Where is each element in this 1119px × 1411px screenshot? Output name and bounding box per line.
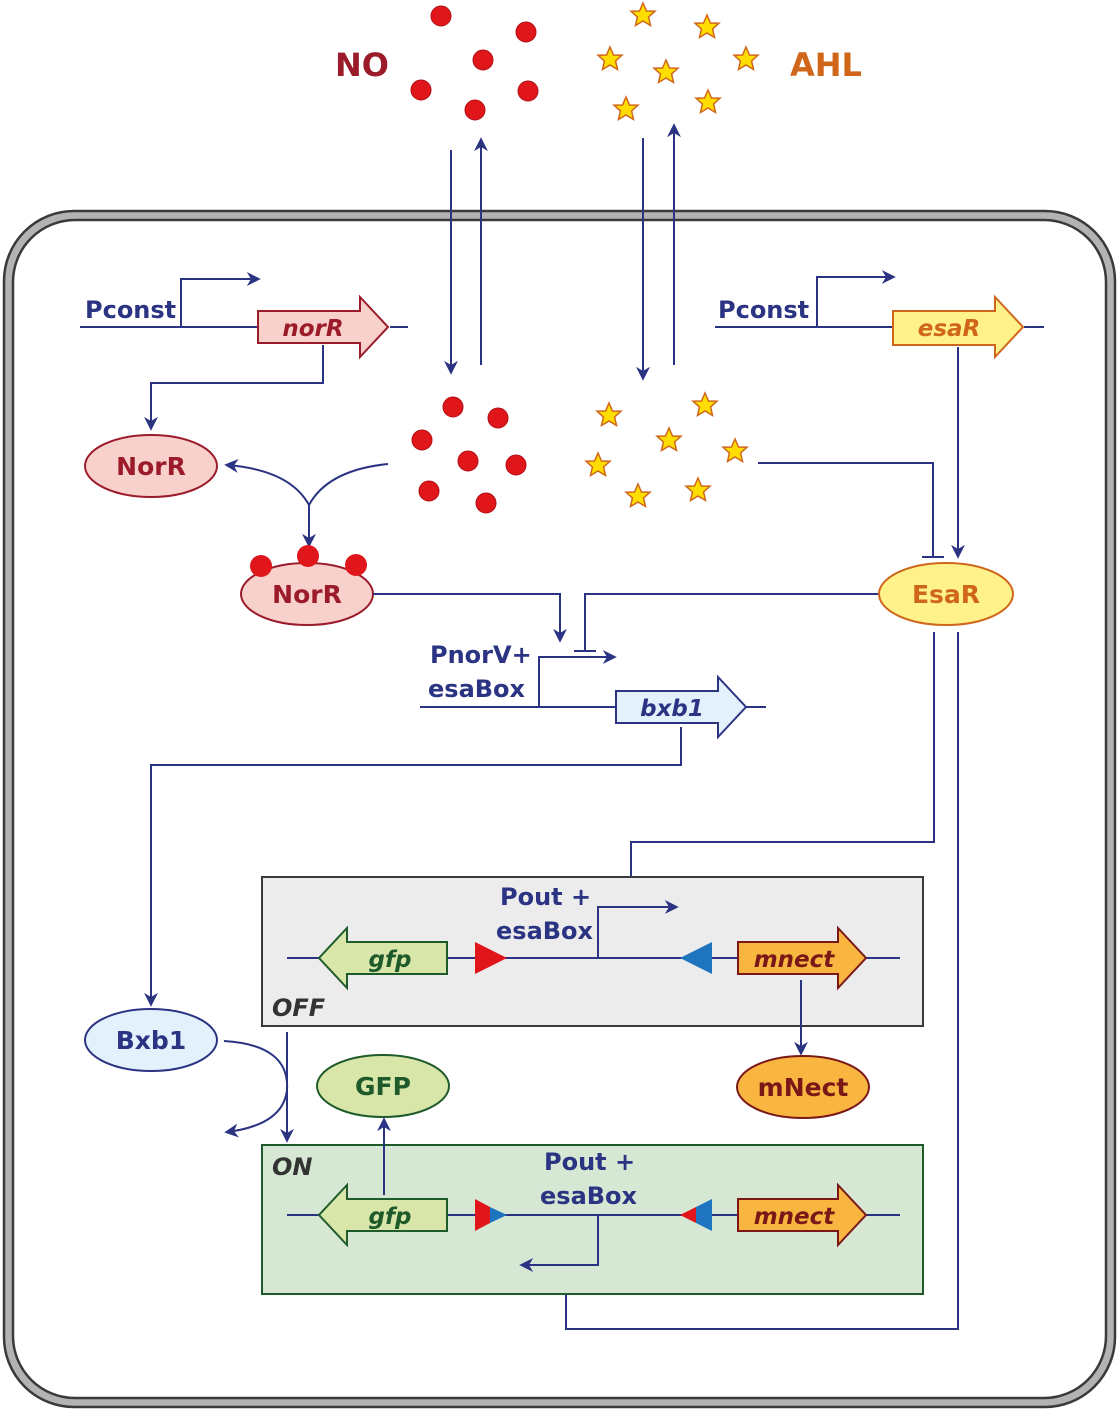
norR-no-complex: NorR [240, 545, 374, 626]
no-molecule [411, 429, 433, 451]
ahl-molecules-outside [597, 2, 759, 121]
no-label: NO [335, 46, 389, 84]
ahl-molecule [597, 46, 623, 71]
gfp-gene-off-label: gfp [369, 947, 412, 973]
no-molecule [475, 492, 497, 514]
bxb1-cassette: PnorV+ esaBox bxb1 [144, 641, 766, 1007]
pout-on-line2: esaBox [540, 1182, 638, 1210]
bxb1-protein: Bxb1 [84, 1008, 218, 1072]
no-molecule [517, 80, 539, 102]
pconst-promoter-arrow-norR [180, 272, 261, 327]
bxb1-gene-label: bxb1 [640, 696, 704, 722]
no-molecule [505, 454, 527, 476]
pout-on-line1: Pout + [544, 1148, 635, 1176]
ahl-molecule [653, 59, 679, 84]
mnect-gene-on-label: mnect [754, 1204, 836, 1230]
norR-gene [257, 294, 390, 360]
off-state-box: OFF gfp Pout + esaBox mnect [261, 876, 924, 1027]
norR-bound-label: NorR [272, 580, 342, 609]
norR-protein: NorR [84, 434, 218, 498]
pconst-label-norR: Pconst [85, 296, 176, 324]
mnect-gene-off [737, 925, 868, 991]
no-molecule [442, 396, 464, 418]
gfp-protein-label: GFP [355, 1072, 411, 1101]
no-molecule [487, 407, 509, 429]
gfp-gene-on [317, 1182, 448, 1248]
no-molecule [515, 21, 537, 43]
mnect-protein-label: mNect [758, 1073, 849, 1102]
attP-site-off [680, 942, 712, 974]
membrane-transport-arrows [444, 123, 681, 381]
esaR-gene-label: esaR [918, 316, 981, 342]
mnect-protein: mNect [736, 1055, 870, 1119]
no-molecule [457, 450, 479, 472]
pout-off-line1: Pout + [500, 883, 591, 911]
binding-arrows [227, 464, 389, 545]
no-molecule [464, 99, 486, 121]
bxb1-gene [615, 674, 748, 740]
attR-site-on [680, 1199, 712, 1231]
pconst-label-esaR: Pconst [718, 296, 809, 324]
ahl-molecule [694, 14, 720, 39]
on-state-box: ON gfp Pout + esaBox mnect [261, 1144, 924, 1295]
pnorV-label-line2: esaBox [428, 675, 526, 703]
pnorV-label-line1: PnorV+ [430, 641, 532, 669]
esaR-gene [892, 294, 1025, 360]
mnect-gene-on [737, 1182, 868, 1248]
gfp-gene-off [317, 925, 448, 991]
norR-cassette: Pconst norR [80, 272, 408, 431]
norR-gene-label: norR [282, 316, 343, 342]
no-molecule [418, 480, 440, 502]
attB-site-off [475, 942, 507, 974]
gfp-protein: GFP [316, 1054, 450, 1118]
on-state-label: ON [272, 1153, 313, 1181]
no-molecule [472, 49, 494, 71]
no-molecules-outside [410, 5, 539, 121]
no-molecules-inside [411, 396, 527, 514]
esaR-protein: EsaR [878, 562, 1014, 626]
ahl-label: AHL [790, 46, 862, 84]
mnect-gene-off-label: mnect [754, 947, 836, 973]
off-state-label: OFF [272, 994, 326, 1022]
pout-off-line2: esaBox [496, 917, 594, 945]
ahl-molecule [613, 96, 639, 121]
bxb1-protein-label: Bxb1 [116, 1026, 186, 1055]
ahl-molecule [733, 46, 759, 71]
esaR-protein-label: EsaR [912, 580, 980, 609]
gfp-gene-on-label: gfp [369, 1204, 412, 1230]
esaR-cassette: Pconst esaR [715, 270, 1044, 559]
ahl-molecule [695, 89, 721, 114]
norR-protein-label: NorR [116, 452, 186, 481]
attL-site-on [475, 1199, 507, 1231]
no-molecule [410, 79, 432, 101]
no-molecule [430, 5, 452, 27]
ahl-molecule [630, 2, 656, 27]
